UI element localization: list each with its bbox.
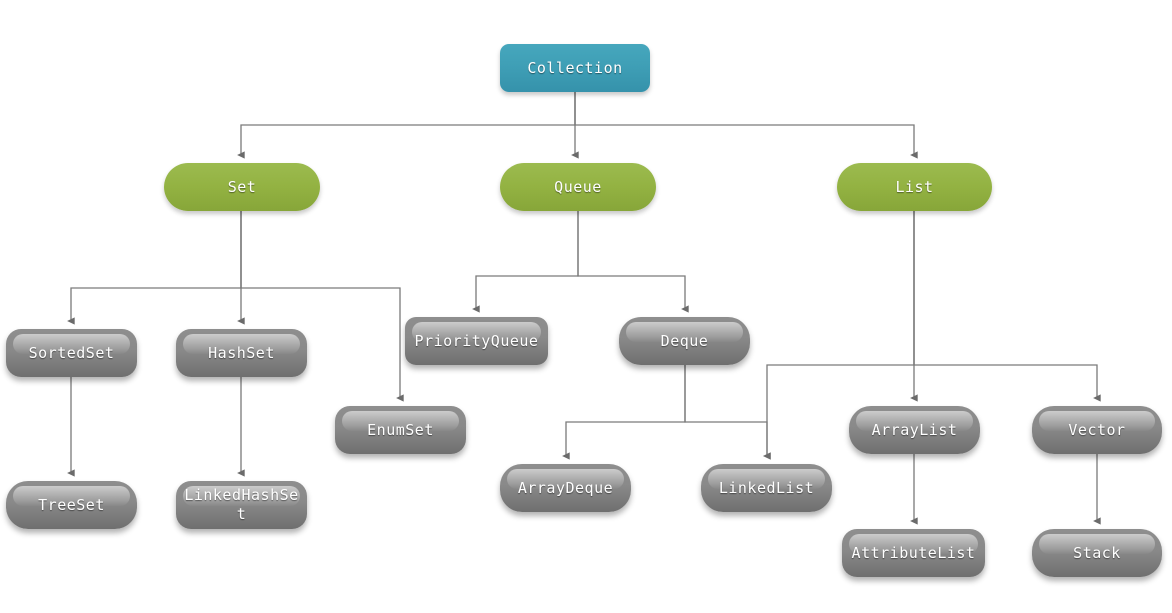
node-hashset[interactable]: HashSet xyxy=(176,329,307,377)
node-attributelist[interactable]: AttributeList xyxy=(842,529,985,577)
node-label-collection: Collection xyxy=(527,58,623,77)
node-label-linkedlist: LinkedList xyxy=(718,478,815,497)
edge-deque-to-arraydeque xyxy=(562,365,686,460)
node-label-enumset: EnumSet xyxy=(367,420,434,439)
node-label-arraylist: ArrayList xyxy=(871,420,958,439)
node-label-hashset: HashSet xyxy=(208,343,275,362)
node-label-linkedhashset: LinkedHashSet xyxy=(184,486,299,523)
node-deque[interactable]: Deque xyxy=(619,317,750,365)
node-label-queue: Queue xyxy=(554,177,602,196)
node-enumset[interactable]: EnumSet xyxy=(335,406,466,454)
node-vector[interactable]: Vector xyxy=(1032,406,1162,454)
edge-list-to-vector xyxy=(913,211,1101,402)
node-stack[interactable]: Stack xyxy=(1032,529,1162,577)
node-set[interactable]: Set xyxy=(164,163,320,211)
node-linkedhashset[interactable]: LinkedHashSet xyxy=(176,481,307,529)
edge-queue-to-prioqueue xyxy=(472,211,579,313)
node-label-treeset: TreeSet xyxy=(38,495,105,514)
node-list[interactable]: List xyxy=(837,163,992,211)
node-label-deque: Deque xyxy=(660,331,709,350)
node-linkedlist[interactable]: LinkedList xyxy=(701,464,832,512)
node-label-set: Set xyxy=(227,177,257,196)
node-label-list: List xyxy=(895,177,934,196)
edge-queue-to-deque xyxy=(577,211,689,313)
node-label-stack: Stack xyxy=(1073,543,1121,562)
node-queue[interactable]: Queue xyxy=(500,163,656,211)
node-arraylist[interactable]: ArrayList xyxy=(849,406,980,454)
edge-collection-to-list xyxy=(574,92,918,159)
edge-set-to-sortedset xyxy=(67,211,242,325)
node-label-vector: Vector xyxy=(1068,420,1126,439)
node-label-prioqueue: PriorityQueue xyxy=(414,331,539,350)
node-treeset[interactable]: TreeSet xyxy=(6,481,137,529)
edge-deque-to-linkedlist xyxy=(684,365,771,460)
edge-collection-to-set xyxy=(237,92,576,159)
node-label-attributelist: AttributeList xyxy=(851,543,976,562)
node-label-arraydeque: ArrayDeque xyxy=(517,478,614,497)
node-label-sortedset: SortedSet xyxy=(28,343,115,362)
node-prioqueue[interactable]: PriorityQueue xyxy=(405,317,548,365)
node-sortedset[interactable]: SortedSet xyxy=(6,329,137,377)
node-arraydeque[interactable]: ArrayDeque xyxy=(500,464,631,512)
node-collection[interactable]: Collection xyxy=(500,44,650,92)
